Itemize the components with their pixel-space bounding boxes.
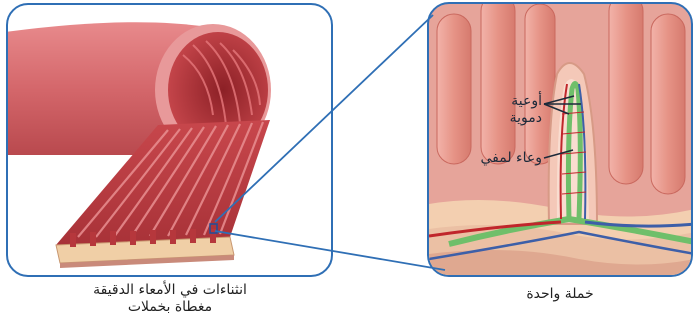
lymph-vessel-label: وعاء لمفي: [442, 150, 542, 167]
intestine-caption: انثناءات في الأمعاء الدقيقة مغطاة بخملات: [50, 282, 290, 316]
blood-vessels-label: أوعية دموية: [442, 93, 542, 127]
blood-vessels-label-line2: دموية: [442, 110, 542, 127]
blood-vessels-label-line1: أوعية: [442, 93, 542, 110]
intestine-panel: [6, 3, 333, 277]
villus-panel: [427, 2, 693, 277]
intestine-caption-line1: انثناءات في الأمعاء الدقيقة: [50, 282, 290, 299]
villus-caption: خملة واحدة: [500, 286, 620, 303]
intestine-caption-line2: مغطاة بخملات: [50, 299, 290, 316]
villus-illustration: [429, 4, 693, 277]
intestine-illustration: [8, 5, 333, 277]
